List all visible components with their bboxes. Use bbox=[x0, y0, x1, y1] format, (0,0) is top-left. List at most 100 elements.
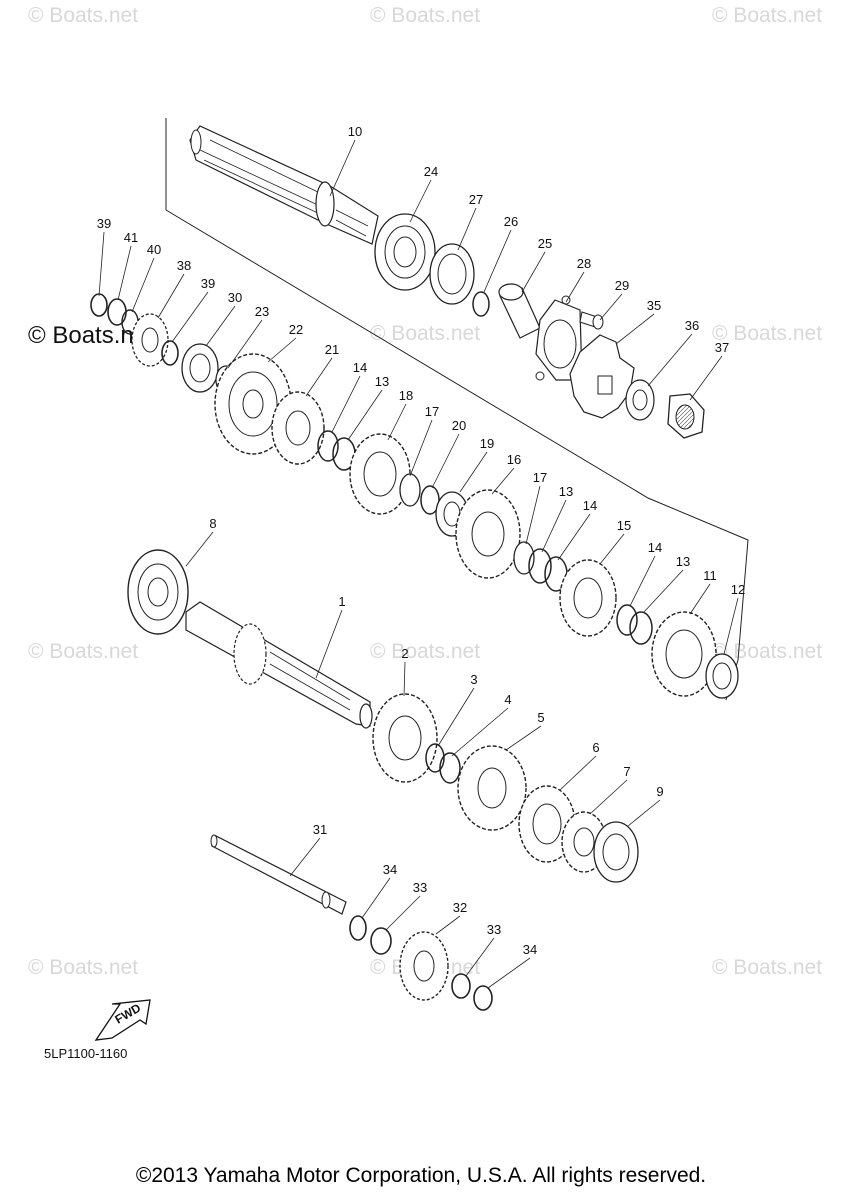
leader-line-28 bbox=[565, 271, 585, 303]
callout-30[interactable]: 30 bbox=[228, 290, 242, 305]
leader-line-5 bbox=[505, 725, 542, 751]
circlip-34a bbox=[349, 915, 367, 941]
circlip-39 bbox=[90, 293, 108, 317]
leader-line-14 bbox=[331, 375, 361, 433]
gear-5 bbox=[457, 745, 527, 831]
leader-line-26 bbox=[483, 229, 512, 293]
leader-line-7 bbox=[589, 779, 628, 815]
circlip-34b bbox=[473, 985, 493, 1011]
callout-25[interactable]: 25 bbox=[538, 236, 552, 251]
callout-1[interactable]: 1 bbox=[338, 594, 345, 609]
callout-26[interactable]: 26 bbox=[504, 214, 518, 229]
leader-line-41 bbox=[117, 245, 132, 301]
callout-32[interactable]: 32 bbox=[453, 900, 467, 915]
callout-31[interactable]: 31 bbox=[313, 822, 327, 837]
callout-5[interactable]: 5 bbox=[537, 710, 544, 725]
callout-40[interactable]: 40 bbox=[147, 242, 161, 257]
callout-3[interactable]: 3 bbox=[470, 672, 477, 687]
watermark: © Boats.net bbox=[712, 322, 823, 345]
watermark: © Boats.net bbox=[370, 640, 481, 663]
callout-38[interactable]: 38 bbox=[177, 258, 191, 273]
leader-line-8 bbox=[185, 531, 214, 567]
leader-line-1 bbox=[315, 609, 343, 679]
watermark: © Boats.net bbox=[712, 956, 823, 979]
callout-17[interactable]: 17 bbox=[533, 470, 547, 485]
callout-12[interactable]: 12 bbox=[731, 582, 745, 597]
leader-line-19 bbox=[459, 451, 488, 493]
circlip-39b bbox=[161, 340, 179, 366]
watermark: © Boats.net bbox=[370, 4, 481, 27]
leader-line-36 bbox=[647, 333, 693, 387]
callout-35[interactable]: 35 bbox=[647, 298, 661, 313]
bolt-29 bbox=[579, 311, 604, 330]
plate-28 bbox=[535, 295, 583, 381]
callout-20[interactable]: 20 bbox=[452, 418, 466, 433]
callout-16[interactable]: 16 bbox=[507, 452, 521, 467]
washer-3 bbox=[425, 743, 445, 773]
callout-37[interactable]: 37 bbox=[715, 340, 729, 355]
callout-2[interactable]: 2 bbox=[401, 646, 408, 661]
callout-11[interactable]: 11 bbox=[703, 568, 717, 583]
callout-9[interactable]: 9 bbox=[656, 784, 663, 799]
gear-38 bbox=[131, 313, 169, 367]
drive-sprocket-35 bbox=[569, 334, 635, 419]
callout-14[interactable]: 14 bbox=[583, 498, 597, 513]
callout-33[interactable]: 33 bbox=[487, 922, 501, 937]
bearing-24 bbox=[374, 213, 436, 291]
leader-line-24 bbox=[409, 179, 432, 223]
callout-4[interactable]: 4 bbox=[504, 692, 511, 707]
gear-18 bbox=[349, 433, 411, 515]
callout-14[interactable]: 14 bbox=[353, 360, 367, 375]
washer-41 bbox=[107, 298, 127, 326]
leader-line-17 bbox=[525, 485, 541, 545]
callout-39[interactable]: 39 bbox=[201, 276, 215, 291]
leader-line-6 bbox=[559, 755, 597, 791]
leader-line-29 bbox=[599, 293, 623, 321]
callout-17[interactable]: 17 bbox=[425, 404, 439, 419]
washer-33a bbox=[370, 927, 392, 955]
gear-2 bbox=[372, 693, 438, 783]
callout-6[interactable]: 6 bbox=[592, 740, 599, 755]
leader-line-25 bbox=[521, 251, 546, 293]
callout-27[interactable]: 27 bbox=[469, 192, 483, 207]
callout-13[interactable]: 13 bbox=[676, 554, 690, 569]
callout-13[interactable]: 13 bbox=[559, 484, 573, 499]
callout-15[interactable]: 15 bbox=[617, 518, 631, 533]
washer-14a bbox=[317, 430, 339, 462]
gear-11 bbox=[651, 611, 717, 697]
callout-33[interactable]: 33 bbox=[413, 880, 427, 895]
callout-14[interactable]: 14 bbox=[648, 540, 662, 555]
shaft-31 bbox=[210, 834, 347, 915]
callout-21[interactable]: 21 bbox=[325, 342, 339, 357]
callout-22[interactable]: 22 bbox=[289, 322, 303, 337]
callout-28[interactable]: 28 bbox=[577, 256, 591, 271]
leader-line-33 bbox=[465, 937, 495, 977]
callout-10[interactable]: 10 bbox=[348, 124, 362, 139]
o-ring-26 bbox=[472, 291, 490, 317]
leader-line-40 bbox=[131, 257, 155, 313]
leader-line-13 bbox=[347, 389, 383, 441]
callout-39[interactable]: 39 bbox=[97, 216, 111, 231]
leader-line-32 bbox=[435, 915, 461, 935]
callout-34[interactable]: 34 bbox=[383, 862, 397, 877]
watermark: © Boats.net bbox=[712, 4, 823, 27]
leader-line-37 bbox=[689, 355, 723, 401]
callout-23[interactable]: 23 bbox=[255, 304, 269, 319]
callout-24[interactable]: 24 bbox=[424, 164, 438, 179]
callout-13[interactable]: 13 bbox=[375, 374, 389, 389]
leader-line-30 bbox=[205, 305, 236, 347]
callout-29[interactable]: 29 bbox=[615, 278, 629, 293]
callout-18[interactable]: 18 bbox=[399, 388, 413, 403]
leader-line-31 bbox=[289, 837, 321, 877]
callout-7[interactable]: 7 bbox=[623, 764, 630, 779]
callout-36[interactable]: 36 bbox=[685, 318, 699, 333]
leader-line-33 bbox=[385, 895, 421, 931]
callout-34[interactable]: 34 bbox=[523, 942, 537, 957]
callout-8[interactable]: 8 bbox=[209, 516, 216, 531]
leader-line-23 bbox=[227, 319, 263, 369]
callout-41[interactable]: 41 bbox=[124, 230, 138, 245]
watermark: © Boats.net bbox=[28, 956, 139, 979]
drive-axle-1 bbox=[185, 601, 373, 729]
leader-line-13 bbox=[541, 499, 567, 553]
callout-19[interactable]: 19 bbox=[480, 436, 494, 451]
